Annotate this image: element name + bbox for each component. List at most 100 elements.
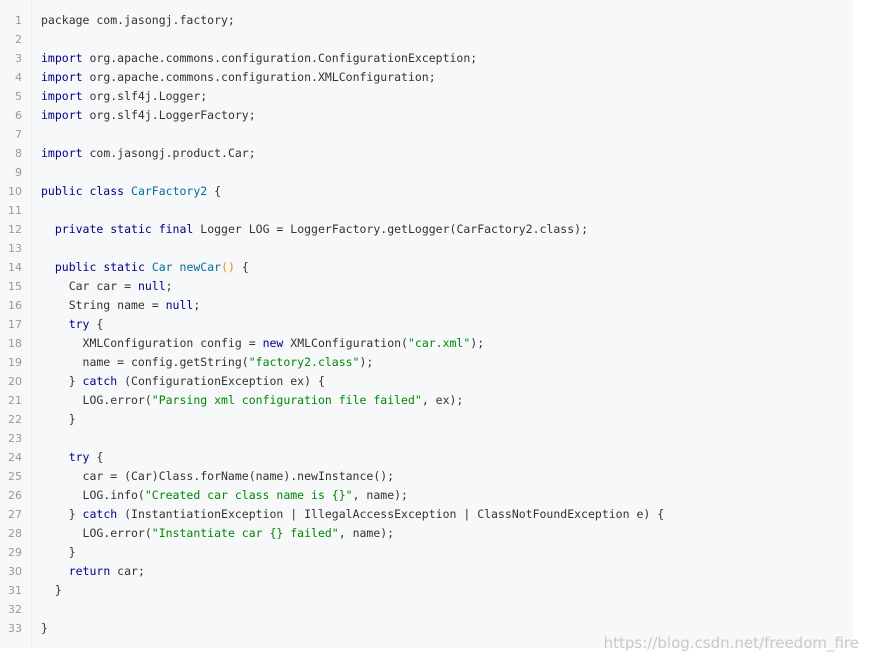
line-number: 28 [8, 527, 22, 540]
code-line: 2 [0, 30, 853, 49]
code-token [41, 564, 69, 578]
code-text: } catch (InstantiationException | Illega… [41, 505, 664, 524]
code-token: LOG.info( [41, 488, 145, 502]
code-token: } [41, 583, 62, 597]
code-line: 25 car = (Car)Class.forName(name).newIns… [0, 467, 853, 486]
line-number: 32 [8, 603, 22, 616]
code-text: name = config.getString("factory2.class"… [41, 353, 374, 372]
code-token: LOG.error( [41, 526, 152, 540]
code-token: com.jasongj.product.Car; [82, 146, 256, 160]
code-line: 19 name = config.getString("factory2.cla… [0, 353, 853, 372]
code-text: } [41, 581, 62, 600]
code-line: 9 [0, 163, 853, 182]
code-line: 23 [0, 429, 853, 448]
code-token: private static final [54, 222, 194, 236]
line-number: 19 [8, 356, 22, 369]
line-number: 11 [8, 204, 22, 217]
code-token: { [207, 184, 222, 198]
line-number: 10 [8, 185, 22, 198]
code-token: String name = [41, 298, 166, 312]
code-token: } [41, 507, 83, 521]
code-line: 17 try { [0, 315, 853, 334]
code-text: public class CarFactory2 { [41, 182, 221, 201]
line-number: 24 [8, 451, 22, 464]
code-token: org.apache.commons.configuration.XMLConf… [82, 70, 436, 84]
code-line: 22 } [0, 410, 853, 429]
code-token: { [89, 450, 104, 464]
line-number: 5 [15, 90, 22, 103]
line-number: 13 [8, 242, 22, 255]
code-token: new [262, 336, 284, 350]
code-token: null [165, 298, 194, 312]
code-token: org.apache.commons.configuration.Configu… [82, 51, 478, 65]
line-number: 3 [15, 52, 22, 65]
code-line: 5 import org.slf4j.Logger; [0, 87, 853, 106]
code-line: 31 } [0, 581, 853, 600]
code-text: } [41, 410, 76, 429]
code-token: package com.jasongj.factory; [41, 13, 235, 27]
code-token: Car car = [41, 279, 138, 293]
code-text: import com.jasongj.product.Car; [41, 144, 256, 163]
line-number: 31 [8, 584, 22, 597]
code-text: import org.apache.commons.configuration.… [41, 68, 436, 87]
code-token: XMLConfiguration config = [41, 336, 263, 350]
code-token: "car.xml" [407, 336, 471, 350]
code-token: car = (Car)Class.forName(name).newInstan… [41, 469, 395, 483]
code-text: String name = null; [41, 296, 201, 315]
code-token: "Instantiate car {} failed" [151, 526, 339, 540]
code-token: { [89, 317, 104, 331]
code-token: newCar [179, 260, 222, 274]
line-number: 4 [15, 71, 22, 84]
code-token: } [41, 621, 48, 635]
code-token: import [41, 108, 83, 122]
code-text: Car car = null; [41, 277, 173, 296]
code-token: return [68, 564, 111, 578]
code-line: 13 [0, 239, 853, 258]
code-token: name = config.getString( [41, 355, 249, 369]
code-token: "factory2.class" [248, 355, 360, 369]
code-token: car; [110, 564, 145, 578]
code-line: 29 } [0, 543, 853, 562]
line-number: 9 [15, 166, 22, 179]
code-line: 20 } catch (ConfigurationException ex) { [0, 372, 853, 391]
code-line: 12 private static final Logger LOG = Log… [0, 220, 853, 239]
code-token: } [41, 412, 76, 426]
code-line: 24 try { [0, 448, 853, 467]
code-token: ); [359, 355, 374, 369]
code-token: } [41, 374, 83, 388]
code-token: import [41, 89, 83, 103]
code-text: public static Car newCar() { [41, 258, 249, 277]
code-line: 32 [0, 600, 853, 619]
code-text: import org.apache.commons.configuration.… [41, 49, 477, 68]
code-token: public static [54, 260, 145, 274]
line-number: 30 [8, 565, 22, 578]
code-token: org.slf4j.Logger; [82, 89, 208, 103]
line-number: 23 [8, 432, 22, 445]
code-token: (ConfigurationException ex) { [117, 374, 325, 388]
code-line: 7 [0, 125, 853, 144]
line-number: 1 [15, 14, 22, 27]
line-number: 21 [8, 394, 22, 407]
code-token: catch [82, 374, 118, 388]
line-number: 33 [8, 622, 22, 635]
code-token: "Created car class name is {}" [144, 488, 353, 502]
code-token: Logger LOG = LoggerFactory.getLogger(Car… [193, 222, 588, 236]
code-text: import org.slf4j.Logger; [41, 87, 207, 106]
code-line: 14 public static Car newCar() { [0, 258, 853, 277]
code-token: catch [82, 507, 118, 521]
code-text: return car; [41, 562, 145, 581]
line-number: 18 [8, 337, 22, 350]
code-token: import [41, 146, 83, 160]
line-number: 16 [8, 299, 22, 312]
line-number: 6 [15, 109, 22, 122]
code-text: try { [41, 448, 104, 467]
code-text: } catch (ConfigurationException ex) { [41, 372, 325, 391]
code-token [41, 260, 55, 274]
code-token [41, 222, 55, 236]
code-token: , name); [338, 526, 395, 540]
code-text: import org.slf4j.LoggerFactory; [41, 106, 256, 125]
code-token [41, 450, 69, 464]
